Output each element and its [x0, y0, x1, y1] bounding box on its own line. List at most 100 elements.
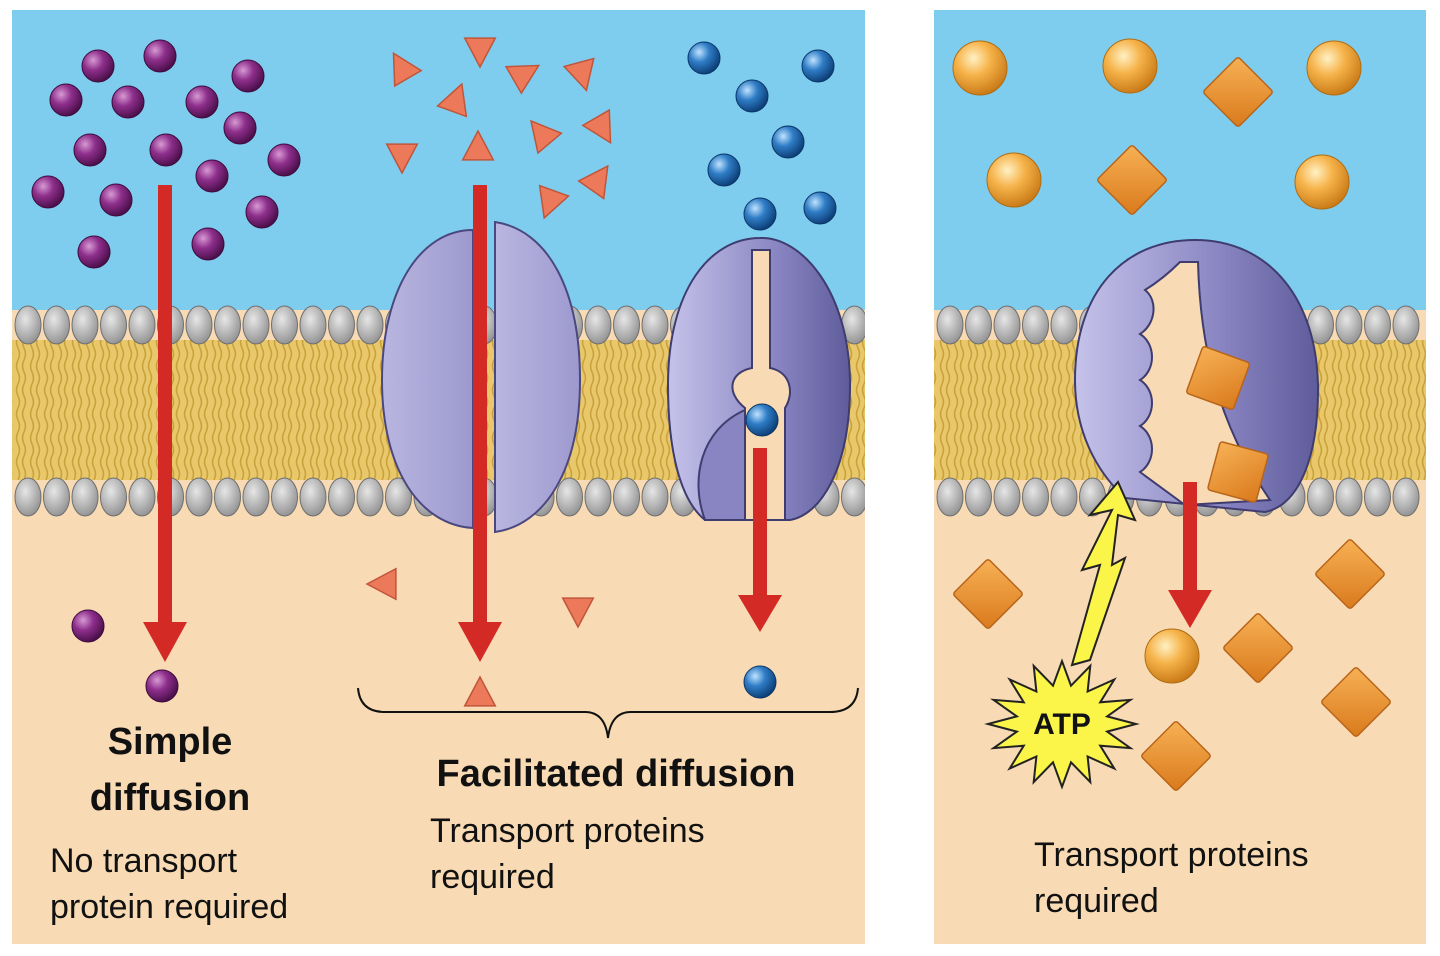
square-molecule — [1315, 539, 1385, 609]
orange-molecule — [952, 40, 1008, 96]
lipid-head — [43, 305, 70, 345]
simple-diffusion-heading: Simple diffusion — [60, 714, 280, 826]
square-molecule — [1186, 346, 1250, 410]
lipid-head — [1364, 305, 1391, 345]
facilitated-brace — [357, 687, 859, 739]
triangle-molecule — [461, 129, 495, 161]
facilitated-diffusion-subtext-line1: Transport proteins — [430, 812, 705, 850]
triangle-molecule — [385, 143, 419, 175]
triangle-molecule — [463, 675, 497, 707]
blue-molecule — [801, 49, 835, 83]
blue-molecule — [687, 41, 721, 75]
blue-molecule — [743, 665, 777, 699]
lipid-head — [14, 305, 42, 345]
square-molecule — [953, 559, 1023, 629]
simple-diffusion-heading-line2: diffusion — [89, 777, 251, 819]
lipid-head — [271, 305, 298, 345]
blue-molecule — [745, 403, 779, 437]
purple-molecule — [99, 183, 133, 217]
purple-molecule — [31, 175, 65, 209]
lipid-head — [71, 305, 99, 345]
purple-molecule — [73, 133, 107, 167]
lipid-head — [584, 477, 612, 517]
simple-diffusion-subtext-line2: protein required — [50, 888, 289, 926]
simple-diffusion-subtext: No transport protein required — [50, 838, 288, 930]
lipid-head — [1364, 477, 1391, 517]
lipid-head — [299, 477, 327, 517]
triangle-molecule — [562, 57, 595, 92]
lipid-head — [613, 305, 640, 345]
square-molecule — [1207, 441, 1269, 503]
square-molecule — [1321, 667, 1391, 737]
channel-protein — [380, 220, 582, 534]
blue-molecule — [707, 153, 741, 187]
lipid-head — [1050, 305, 1078, 345]
triangle-molecule — [561, 597, 595, 629]
lipid-head — [965, 477, 992, 517]
triangle-molecule — [538, 184, 570, 220]
lipid-head — [613, 477, 640, 517]
blue-molecule — [735, 79, 769, 113]
purple-molecule — [145, 669, 179, 703]
lipid-head — [841, 477, 865, 517]
carrier-diffusion-arrow — [738, 448, 782, 632]
active-transport-subtext-line2: required — [1034, 882, 1159, 920]
lipid-head — [1307, 477, 1334, 517]
lipid-head — [641, 305, 669, 345]
lipid-head — [965, 305, 992, 345]
square-molecule — [1097, 145, 1167, 215]
lipid-head — [242, 305, 270, 345]
orange-molecule — [1306, 40, 1362, 96]
purple-molecule — [77, 235, 111, 269]
simple-diffusion-subtext-line1: No transport — [50, 842, 238, 880]
lipid-head — [936, 305, 964, 345]
lipid-head — [385, 477, 412, 517]
atp-label: ATP — [1033, 708, 1091, 741]
lipid-head — [185, 477, 213, 517]
purple-molecule — [111, 85, 145, 119]
purple-molecule — [143, 39, 177, 73]
purple-molecule — [267, 143, 301, 177]
facilitated-diffusion-subtext-line2: required — [430, 858, 555, 896]
purple-molecule — [191, 227, 225, 261]
lipid-head — [1335, 477, 1363, 517]
square-molecule — [1223, 613, 1293, 683]
facilitated-diffusion-subtext: Transport proteins required — [430, 808, 705, 900]
purple-molecule — [185, 85, 219, 119]
lipid-head — [328, 305, 355, 345]
simple-diffusion-arrow — [143, 185, 187, 662]
purple-molecule — [49, 83, 83, 117]
lipid-head — [556, 477, 583, 517]
lipid-head — [71, 477, 99, 517]
atp-starburst-icon — [984, 658, 1140, 790]
lipid-head — [1022, 305, 1049, 345]
lipid-head — [242, 477, 270, 517]
triangle-molecule — [577, 164, 609, 200]
lipid-head — [100, 305, 127, 345]
blue-molecule — [743, 197, 777, 231]
channel-protein-left-half — [380, 228, 474, 530]
active-transport-subtext: Transport proteins required — [1034, 832, 1309, 924]
purple-molecule — [231, 59, 265, 93]
purple-molecule — [71, 609, 105, 643]
blue-molecule — [771, 125, 805, 159]
carrier-protein — [666, 236, 852, 521]
lipid-head — [214, 305, 241, 345]
lipid-head — [185, 305, 213, 345]
lipid-head — [214, 477, 241, 517]
triangle-molecule — [463, 37, 497, 69]
lipid-head — [271, 477, 298, 517]
purple-molecule — [195, 159, 229, 193]
triangle-molecule — [392, 51, 423, 88]
energy-bolt-icon — [1070, 480, 1137, 667]
purple-molecule — [149, 133, 183, 167]
orange-molecule — [1102, 38, 1158, 94]
lipid-head — [1335, 305, 1363, 345]
lipid-head — [641, 477, 669, 517]
orange-molecule — [986, 152, 1042, 208]
lipid-head — [14, 477, 42, 517]
purple-molecule — [245, 195, 279, 229]
lipid-head — [43, 477, 70, 517]
channel-diffusion-arrow — [458, 185, 502, 662]
lipid-head — [936, 477, 964, 517]
